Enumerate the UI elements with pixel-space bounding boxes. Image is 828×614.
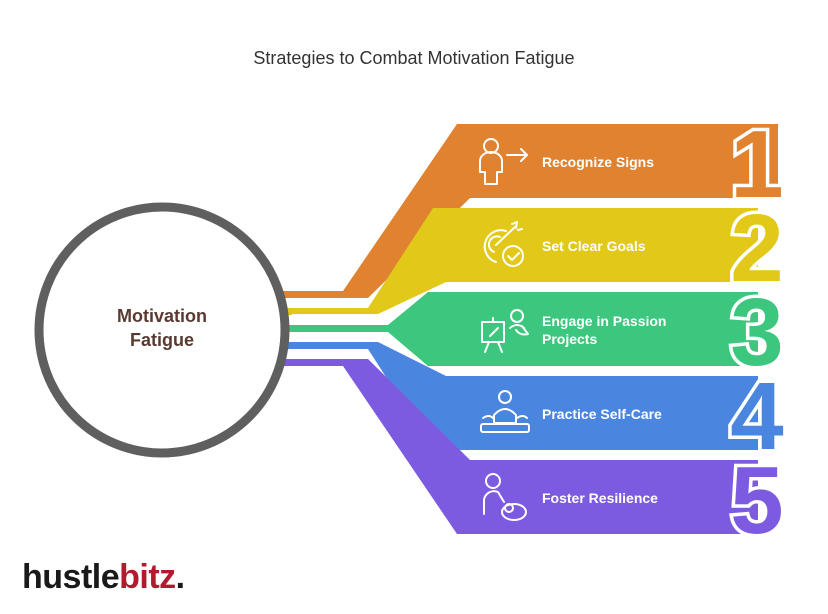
strategy-number-3: 3 (730, 279, 783, 386)
person-caring-icon (483, 473, 527, 521)
center-label: Motivation Fatigue (70, 304, 254, 352)
center-label-line-1: Motivation (117, 306, 207, 326)
easel-painter-icon (481, 309, 529, 353)
strategy-band-5 (288, 359, 758, 534)
connector-stripe-5 (280, 359, 292, 366)
strategy-number-5: 5 (730, 447, 783, 554)
strategy-label-5: Foster Resilience (542, 490, 658, 506)
page-title: Strategies to Combat Motivation Fatigue (253, 48, 575, 68)
strategy-label-3: Engage in Passion Projects (542, 313, 667, 347)
massage-icon (480, 390, 530, 433)
strategy-label-1: Recognize Signs (542, 154, 655, 170)
person-arrow-icon (479, 138, 528, 185)
strategy-number-1: 1 (730, 111, 783, 218)
logo-dot: . (175, 558, 185, 596)
hustlebitz-logo: hustlebitz. (22, 558, 185, 597)
logo-part-2: bitz (119, 558, 176, 596)
connector-stripe-1 (280, 291, 292, 298)
center-label-line-2: Fatigue (129, 330, 194, 350)
strategy-band-4 (288, 342, 758, 450)
strategy-label-4: Practice Self-Care (542, 406, 662, 422)
strategy-label-2: Set Clear Goals (542, 238, 646, 254)
strategy-number-4: 4 (730, 363, 783, 470)
strategy-band-2 (288, 208, 758, 314)
strategy-number-2: 2 (730, 195, 783, 302)
strategy-band-3 (288, 292, 758, 366)
center-circle (34, 202, 290, 458)
target-check-icon (483, 221, 524, 267)
logo-part-1: hustle (22, 558, 120, 596)
